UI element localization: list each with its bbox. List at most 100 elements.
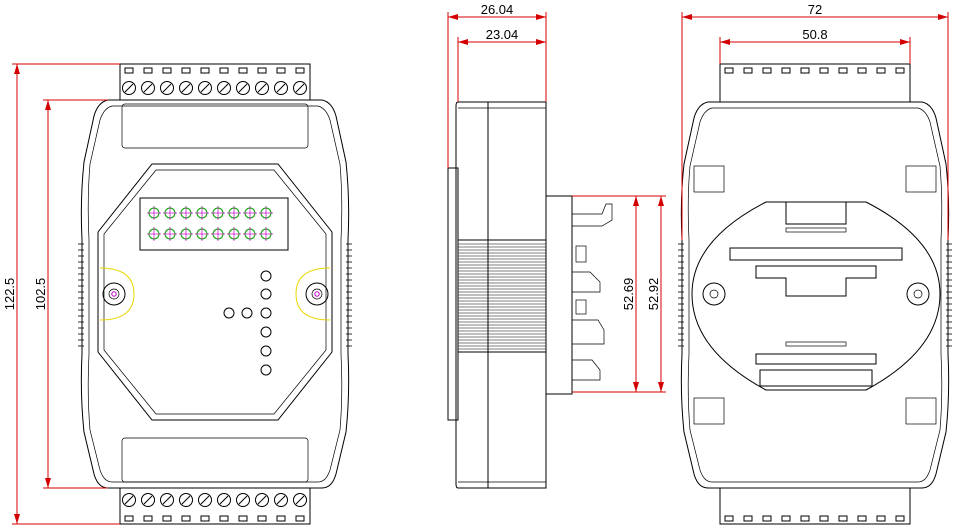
terminal-slot: [143, 67, 153, 74]
terminal-screw-slot: [200, 495, 210, 505]
terminal-screw-slot: [124, 495, 134, 505]
terminal-screw: [160, 81, 174, 95]
terminal-screw-slot: [276, 83, 286, 93]
terminal-screw-slot: [181, 495, 191, 505]
dim-side-clip-outer: 52.92: [646, 196, 664, 392]
terminal-screw: [236, 81, 250, 95]
rear-slot: [800, 67, 810, 74]
top-label-window: [121, 103, 309, 149]
status-leds: [223, 270, 272, 376]
side-ribs: [458, 243, 546, 350]
bottom-terminal-screws: [122, 493, 307, 507]
rear-slot: [838, 515, 848, 522]
rear-top-tab: [719, 63, 911, 103]
front-faceplate-inner: [103, 169, 327, 415]
status-led: [260, 345, 272, 357]
side-front-cover: [455, 101, 489, 489]
rear-notch-tr: [905, 165, 937, 193]
terminal-slot: [219, 515, 229, 522]
rear-slot: [743, 515, 753, 522]
rear-view: 72 50.8: [678, 2, 952, 525]
terminal-screw: [255, 493, 269, 507]
terminal-slot: [257, 515, 267, 522]
dim-side-depth-total: 26.04: [447, 2, 547, 168]
terminal-slot: [238, 515, 248, 522]
terminal-slot: [181, 515, 191, 522]
terminal-screw-slot: [143, 83, 153, 93]
rear-top-slots: [724, 67, 905, 74]
terminal-screw-slot: [257, 83, 267, 93]
terminal-screw: [198, 81, 212, 95]
terminal-screw: [236, 493, 250, 507]
terminal-slot: [238, 67, 248, 74]
rear-rail-latch-top: [785, 201, 847, 225]
terminal-slot: [257, 67, 267, 74]
rear-slot: [857, 67, 867, 74]
terminal-screw: [179, 493, 193, 507]
rear-slot: [895, 67, 905, 74]
terminal-screw-slot: [143, 495, 153, 505]
rear-din-area: [691, 201, 941, 391]
terminal-screw-slot: [162, 495, 172, 505]
terminal-screw: [179, 81, 193, 95]
rear-slot: [724, 67, 734, 74]
dim-side-depth-body-label: 23.04: [486, 27, 519, 42]
terminal-slot: [124, 67, 134, 74]
front-faceplate: [97, 163, 333, 421]
front-body-inner: [87, 105, 343, 483]
top-terminal-screws: [122, 81, 307, 95]
side-view: 26.04 23.04 52.69 52.92: [447, 2, 666, 489]
status-led: [223, 307, 235, 319]
terminal-screw: [217, 493, 231, 507]
terminal-screw-slot: [238, 495, 248, 505]
rear-slot: [819, 67, 829, 74]
dim-rear-width-label: 72: [808, 2, 822, 17]
terminal-slot: [162, 515, 172, 522]
terminal-screw-slot: [219, 83, 229, 93]
rear-body-inner: [687, 107, 943, 483]
dim-front-body-height: 102.5: [33, 99, 108, 489]
terminal-screw-slot: [181, 83, 191, 93]
terminal-slot: [181, 67, 191, 74]
terminal-screw: [198, 493, 212, 507]
right-mount-ear: [295, 267, 331, 321]
status-led: [260, 307, 272, 319]
terminal-screw: [122, 81, 136, 95]
terminal-slot: [295, 67, 305, 74]
rear-rail-bar-top: [729, 247, 903, 261]
status-led: [241, 307, 253, 319]
side-ribbed-section: [457, 239, 547, 353]
rear-slot: [781, 515, 791, 522]
rear-screw-hole-right: [906, 282, 930, 306]
terminal-screw: [160, 493, 174, 507]
terminal-screw: [293, 81, 307, 95]
rear-slot: [876, 515, 886, 522]
terminal-slot: [124, 515, 134, 522]
terminal-slot: [276, 515, 286, 522]
dim-front-height-label: 122.5: [2, 278, 17, 311]
dim-side-depth-body: 23.04: [457, 27, 546, 102]
dim-side-depth-total-label: 26.04: [481, 2, 514, 17]
front-body-outline: [80, 99, 350, 489]
dim-rear-rail-width: 50.8: [719, 27, 911, 64]
dim-rear-rail-width-label: 50.8: [802, 27, 827, 42]
terminal-screw-slot: [162, 83, 172, 93]
dim-side-clip-outer-label: 52.92: [646, 278, 661, 311]
rear-slot: [743, 67, 753, 74]
terminal-screw-slot: [257, 495, 267, 505]
dim-rear-width: 72: [681, 2, 949, 240]
rear-slot: [876, 67, 886, 74]
rear-side-ribs: [678, 243, 952, 347]
rear-slot: [762, 515, 772, 522]
bottom-terminal-slots: [124, 515, 305, 522]
terminal-slot: [162, 67, 172, 74]
terminal-screw-slot: [295, 83, 305, 93]
terminal-slot: [276, 67, 286, 74]
terminal-screw: [274, 493, 288, 507]
dim-side-clip-inner-label: 52.69: [621, 278, 636, 311]
front-side-ribs: [78, 243, 352, 347]
terminal-screw-slot: [238, 83, 248, 93]
rear-notch-tl: [693, 165, 725, 193]
rear-slot: [838, 67, 848, 74]
